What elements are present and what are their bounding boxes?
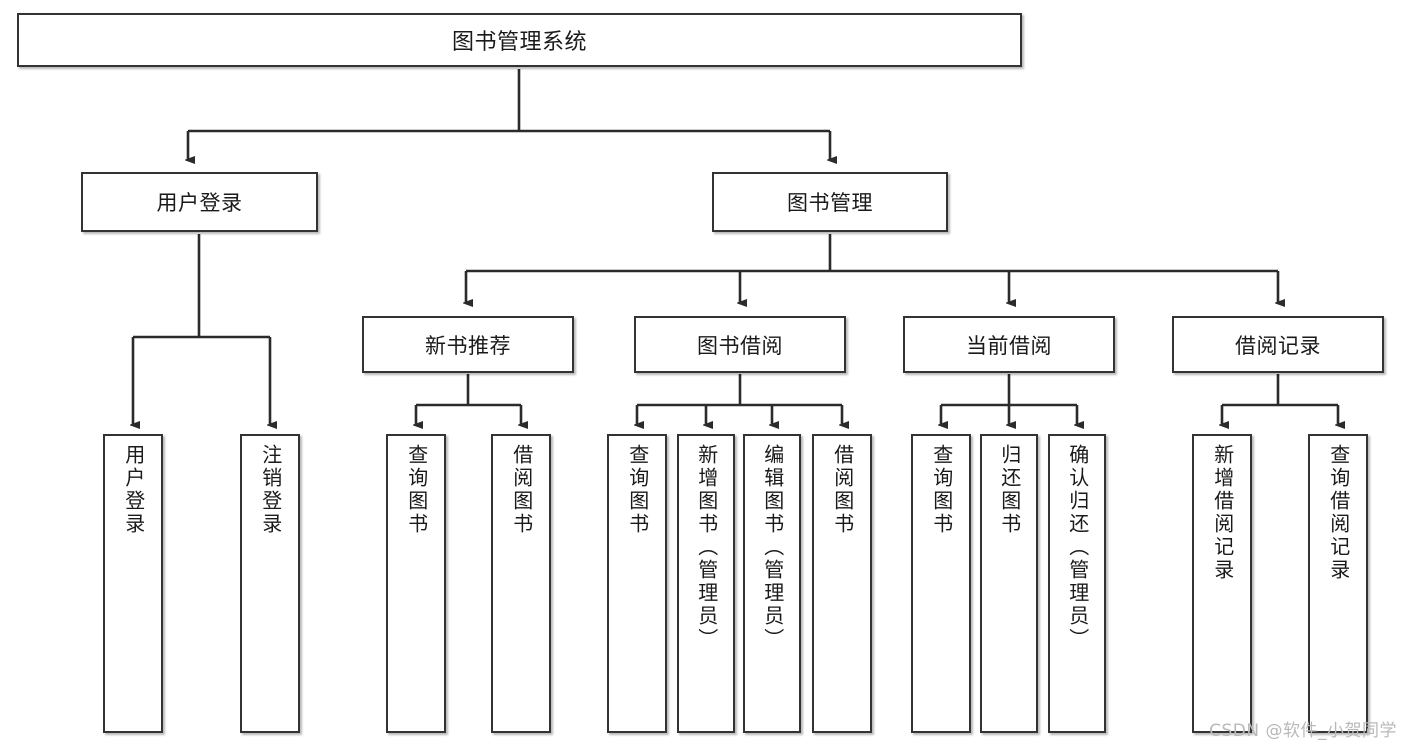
node-book-management[interactable]: 图书管理 — [712, 172, 948, 232]
leaf-node[interactable]: 借阅图书 — [491, 434, 551, 733]
leaf-node[interactable]: 新增借阅记录 — [1192, 434, 1252, 733]
leaf-node[interactable]: 新增图书（管理员） — [677, 434, 735, 733]
node-book-borrow[interactable]: 图书借阅 — [634, 316, 846, 373]
leaf-node[interactable]: 归还图书 — [980, 434, 1038, 733]
leaf-label: 查询图书 — [929, 444, 954, 536]
leaf-node[interactable]: 查询图书 — [386, 434, 446, 733]
leaf-node[interactable]: 查询借阅记录 — [1308, 434, 1368, 733]
node-root-label: 图书管理系统 — [451, 30, 587, 55]
leaf-node[interactable]: 编辑图书（管理员） — [743, 434, 801, 733]
leaf-label: 确认归还（管理员） — [1065, 444, 1090, 651]
leaf-label: 归还图书 — [997, 444, 1022, 536]
leaf-label: 编辑图书（管理员） — [760, 444, 785, 651]
node-borrow-record-label: 借阅记录 — [1235, 333, 1321, 358]
node-root[interactable]: 图书管理系统 — [17, 13, 1022, 67]
node-current-borrow[interactable]: 当前借阅 — [903, 316, 1115, 373]
node-user-login-label: 用户登录 — [156, 191, 243, 215]
leaf-label: 新增图书（管理员） — [694, 444, 719, 651]
leaf-label: 注销登录 — [258, 444, 283, 536]
leaf-node[interactable]: 确认归还（管理员） — [1048, 434, 1106, 733]
leaf-node[interactable]: 查询图书 — [911, 434, 971, 733]
leaf-label: 用户登录 — [121, 444, 146, 536]
leaf-label: 查询图书 — [404, 444, 429, 536]
leaf-label: 借阅图书 — [830, 444, 855, 536]
node-new-book-recommend[interactable]: 新书推荐 — [362, 316, 574, 373]
node-new-book-recommend-label: 新书推荐 — [425, 333, 511, 358]
leaf-label: 查询借阅记录 — [1326, 444, 1351, 582]
leaf-label: 查询图书 — [625, 444, 650, 536]
leaf-node[interactable]: 借阅图书 — [812, 434, 872, 733]
leaf-label: 借阅图书 — [509, 444, 534, 536]
node-current-borrow-label: 当前借阅 — [966, 333, 1052, 358]
leaf-label: 新增借阅记录 — [1210, 444, 1235, 582]
watermark: CSDN @软件_小贺同学 — [1209, 721, 1397, 741]
leaf-node[interactable]: 查询图书 — [607, 434, 667, 733]
node-borrow-record[interactable]: 借阅记录 — [1172, 316, 1384, 373]
node-user-login[interactable]: 用户登录 — [81, 172, 318, 232]
node-book-management-label: 图书管理 — [787, 191, 873, 215]
leaf-node[interactable]: 注销登录 — [240, 434, 300, 733]
node-book-borrow-label: 图书借阅 — [697, 333, 783, 358]
leaf-node[interactable]: 用户登录 — [103, 434, 163, 733]
